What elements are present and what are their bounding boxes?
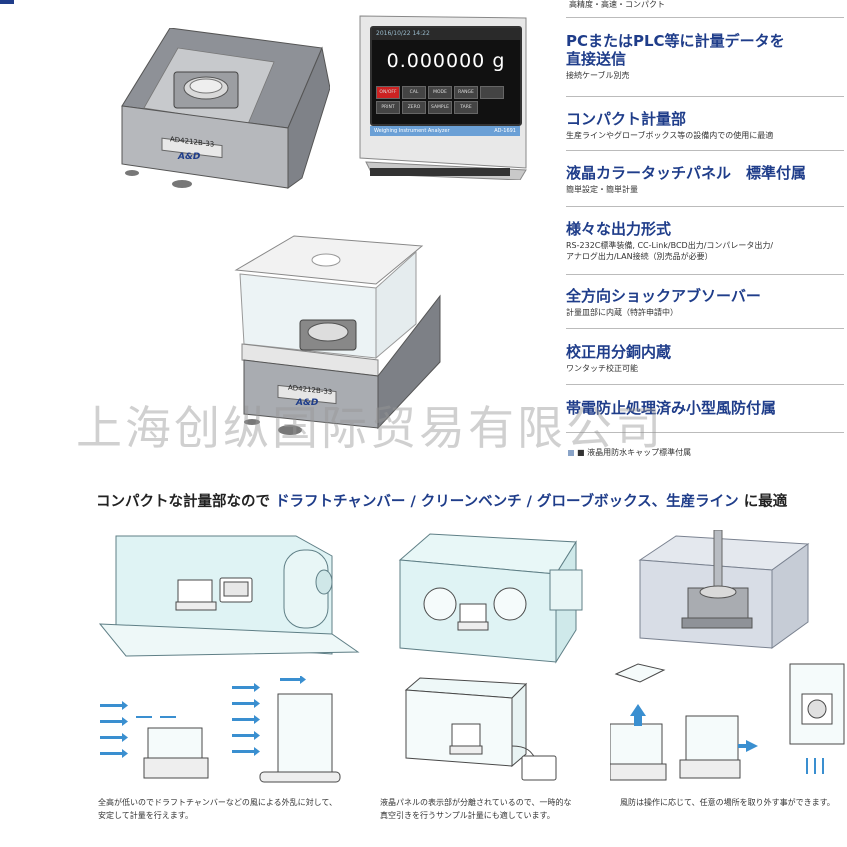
caption-line: 風防は操作に応じて、任意の場所を取り外す事ができます。 [620, 798, 835, 807]
display-btn-sample[interactable]: SAMPLE [428, 101, 452, 114]
feature-sub: 生産ラインやグローブボックス等の設備内での使用に最適 [566, 131, 774, 140]
brand-logo-1: A&D [178, 152, 201, 162]
headline-prefix: コンパクトな計量部なので [96, 494, 276, 510]
production-line-illustration [638, 530, 810, 649]
display-btn-onoff[interactable]: ON/OFF [376, 86, 400, 99]
airflow-illustration [100, 676, 341, 783]
display-screen: 2016/10/22 14:22 0.000000 g ON/OFF CAL M… [370, 26, 522, 126]
section-headline: コンパクトな計量部なので ドラフトチャンバー / クリーンベンチ / グローブボ… [96, 490, 787, 511]
divider [566, 17, 844, 18]
note-waterproof: ■ 液晶用防水キャップ標準付属 [568, 447, 691, 458]
glovebox-illustration [398, 533, 583, 664]
display-btn-zero[interactable]: ZERO [402, 101, 426, 114]
corner-mark [0, 0, 14, 4]
display-btn-tare[interactable]: TARE [454, 101, 478, 114]
feature-title-line2: 直接送信 [566, 50, 627, 68]
touch-panel-display: 2016/10/22 14:22 0.000000 g ON/OFF CAL M… [330, 8, 530, 180]
display-btn-cal[interactable]: CAL [402, 86, 426, 99]
feature-sub: RS-232C標準装備, CC-Link/BCD出力/コンパレータ出力/ [566, 241, 774, 250]
removable-windshield-illustration [610, 663, 845, 781]
divider [566, 274, 844, 275]
display-strip: Weighing Instrument Analyzer AD-1691 [370, 126, 520, 136]
display-btn-print[interactable]: PRINT [376, 101, 400, 114]
display-model: AD-1691 [494, 128, 516, 134]
separated-display-illustration [404, 677, 557, 781]
display-btn-blank[interactable] [480, 86, 504, 99]
headline-suffix: に最適 [738, 494, 788, 510]
feature-sub-line2: アナログ出力/LAN接続（別売品が必要） [566, 252, 713, 261]
feature-item-calibration: 校正用分銅内蔵 ワンタッチ校正可能 [566, 343, 844, 374]
divider [566, 328, 844, 329]
note-text: ■ 液晶用防水キャップ標準付属 [577, 448, 692, 457]
caption-line: 液晶パネルの表示部が分離されているので、一時的な [380, 798, 572, 807]
note-square-icon [568, 449, 574, 456]
display-weight: 0.000000 g [372, 50, 520, 72]
display-date: 2016/10/22 14:22 [372, 28, 520, 40]
weight-value: 0.000000 [386, 50, 486, 72]
feature-title: 全方向ショックアブソーバー [566, 287, 761, 305]
headline-highlight: ドラフトチャンバー / クリーンベンチ / グローブボックス、生産ライン [275, 494, 739, 510]
display-btn-range[interactable]: RANGE [454, 86, 478, 99]
feature-title: 液晶カラータッチパネル 標準付属 [566, 164, 807, 182]
divider [566, 432, 844, 433]
divider [566, 96, 844, 97]
feature-title: 様々な出力形式 [566, 220, 672, 238]
balance-with-windshield-photo: AD4212B-33 A&D [226, 232, 448, 442]
feature-sub: ワンタッチ校正可能 [566, 364, 638, 373]
feature-item-direct-send: PCまたはPLC等に計量データを 直接送信 接続ケーブル別売 [566, 32, 844, 81]
feature-title: コンパクト計量部 [566, 110, 687, 128]
caption-separated-display: 液晶パネルの表示部が分離されているので、一時的な 真空引きを行うサンプル計量にも… [380, 796, 610, 822]
draft-chamber-illustration [98, 535, 360, 657]
balance-top-photo: AD4212B-33 A&D [112, 28, 330, 189]
feature-title: 校正用分銅内蔵 [566, 343, 672, 361]
brand-logo-2: A&D [296, 398, 319, 408]
feature-sub: 簡単設定・簡単計量 [566, 185, 638, 194]
feature-item-compact: コンパクト計量部 生産ラインやグローブボックス等の設備内での使用に最適 [566, 110, 844, 141]
feature-sub: 接続ケーブル別売 [566, 71, 630, 80]
divider [566, 150, 844, 151]
caption-draft-chamber: 全高が低いのでドラフトチャンバーなどの風による外乱に対して、 安定して計量を行え… [98, 796, 368, 822]
feature-item-windshield: 帯電防止処理済み小型風防付属 [566, 399, 844, 417]
display-btn-mode[interactable]: MODE [428, 86, 452, 99]
watermark: 上海创纵国际贸易有限公司 [76, 401, 664, 455]
caption-line: 全高が低いのでドラフトチャンバーなどの風による外乱に対して、 [98, 798, 338, 807]
feature-item-output: 様々な出力形式 RS-232C標準装備, CC-Link/BCD出力/コンパレー… [566, 220, 844, 262]
feature-top-sub: 高精度・高速・コンパクト [569, 0, 665, 9]
feature-title: 帯電防止処理済み小型風防付属 [566, 399, 777, 417]
weight-unit: g [492, 50, 506, 72]
caption-line: 安定して計量を行えます。 [98, 811, 193, 820]
divider [566, 384, 844, 385]
caption-removable-windshield: 風防は操作に応じて、任意の場所を取り外す事ができます。 [620, 796, 847, 809]
feature-item-shock-absorber: 全方向ショックアブソーバー 計量皿部に内蔵（特許申請中） [566, 287, 844, 318]
feature-sub: 計量皿部に内蔵（特許申請中） [566, 308, 678, 317]
display-strip-text: Weighing Instrument Analyzer [374, 128, 450, 134]
display-button-grid: ON/OFF CAL MODE RANGE PRINT ZERO SAMPLE … [376, 86, 516, 114]
feature-item-touch-panel: 液晶カラータッチパネル 標準付属 簡単設定・簡単計量 [566, 164, 844, 195]
feature-title: PCまたはPLC等に計量データを [566, 32, 785, 50]
caption-line: 真空引きを行うサンプル計量にも適しています。 [380, 811, 555, 820]
divider [566, 206, 844, 207]
